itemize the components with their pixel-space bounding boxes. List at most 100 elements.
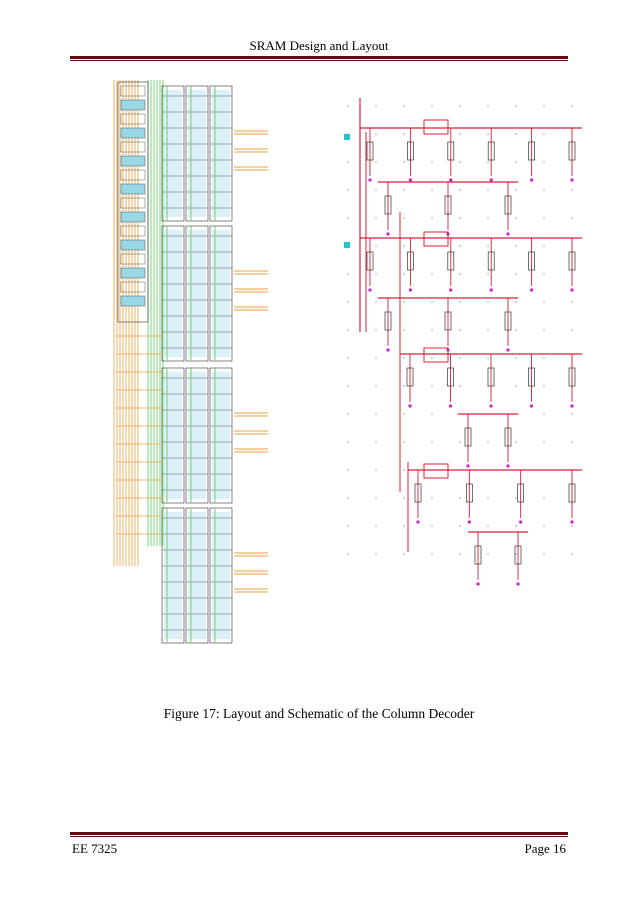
schematic-transistor [568,141,576,161]
schematic-grid-dot [347,525,349,527]
schematic-grid-dot [403,105,405,107]
schematic-grid-dot [431,497,433,499]
schematic-input-port [344,242,350,248]
schematic-grid-dot [403,497,405,499]
schematic-grid-dot [487,189,489,191]
layout-decoder-column [185,85,209,222]
layout-predecoder-block [117,81,149,323]
schematic-pin [386,232,390,236]
schematic-grid-dot [487,217,489,219]
schematic-grid-dot [403,273,405,275]
schematic-grid-dot [347,161,349,163]
layout-decoder-column [209,225,233,362]
schematic-grid-dot [375,385,377,387]
schematic-grid-dot [515,245,517,247]
column-decoder-schematic [338,92,588,590]
layout-cell [120,197,146,209]
schematic-grid-dot [431,385,433,387]
layout-diffusion [164,512,182,639]
schematic-grid-dot [375,553,377,555]
schematic-pin [449,178,453,182]
layout-cell [120,183,146,195]
schematic-drawing [344,98,582,586]
schematic-grid-dot [543,105,545,107]
schematic-transistor [474,545,482,565]
schematic-inverter-box [423,119,449,135]
schematic-transistor [366,251,374,271]
layout-decoder-column [185,507,209,644]
schematic-grid-dot [431,161,433,163]
layout-diffusion [188,90,206,217]
schematic-grid-dot [459,525,461,527]
schematic-pin [489,404,493,408]
schematic-grid-dot [403,385,405,387]
schematic-transistor [528,367,535,387]
header-rule-thin [70,60,568,61]
schematic-grid-dot [515,385,517,387]
layout-decoder-column [209,85,233,222]
schematic-grid-dot [431,189,433,191]
schematic-pin [570,178,574,182]
schematic-grid-dot [515,497,517,499]
layout-cell [120,155,146,167]
schematic-pin [570,288,574,292]
schematic-pin [449,288,453,292]
schematic-grid-dot [571,217,573,219]
schematic-grid-dot [487,441,489,443]
layout-cell [120,239,146,251]
schematic-grid-dot [347,329,349,331]
schematic-grid-dot [571,413,573,415]
schematic-grid-dot [515,357,517,359]
schematic-pin [489,288,493,292]
schematic-grid-dot [487,525,489,527]
schematic-grid-dot [403,357,405,359]
schematic-grid-dot [403,553,405,555]
schematic-transistor [487,141,495,161]
schematic-transistor [384,311,392,331]
schematic-pin [506,348,510,352]
schematic-pin [530,288,534,292]
figure-caption: Figure 17: Layout and Schematic of the C… [163,706,475,721]
schematic-inverter-box [423,231,449,247]
schematic-transistor [504,195,512,215]
schematic-grid-dot [515,553,517,555]
schematic-grid-dot [403,133,405,135]
schematic-grid-dot [403,245,405,247]
schematic-grid-dot [543,329,545,331]
schematic-pin [519,520,523,524]
layout-decoder-column [185,367,209,504]
schematic-grid-dot [403,329,405,331]
schematic-pin [506,232,510,236]
schematic-grid-dot [375,441,377,443]
schematic-grid-dot [431,413,433,415]
schematic-grid-dot [347,385,349,387]
schematic-grid-dot [459,217,461,219]
schematic-pin [416,520,420,524]
schematic-grid-dot [403,441,405,443]
schematic-transistor [447,251,455,271]
schematic-grid-dot [543,497,545,499]
schematic-pin [368,178,372,182]
layout-diffusion [188,512,206,639]
schematic-transistor [406,367,414,387]
schematic-grid-dot [347,441,349,443]
schematic-grid-dot [543,245,545,247]
layout-cell [120,253,146,265]
schematic-grid-dot [571,553,573,555]
schematic-transistor [487,367,495,387]
schematic-grid-dot [347,469,349,471]
schematic-grid-dot [375,357,377,359]
layout-cell [120,281,146,293]
layout-diffusion [212,372,230,499]
schematic-grid-dot [347,413,349,415]
schematic-grid-dot [515,161,517,163]
schematic-grid-dot [459,441,461,443]
schematic-pin [516,582,520,586]
layout-cell [120,169,146,181]
schematic-grid-dot [375,329,377,331]
schematic-pin [489,178,493,182]
schematic-grid-dot [515,329,517,331]
layout-cell [120,99,146,111]
layout-cell [120,85,146,97]
header-title: SRAM Design and Layout [249,38,389,53]
